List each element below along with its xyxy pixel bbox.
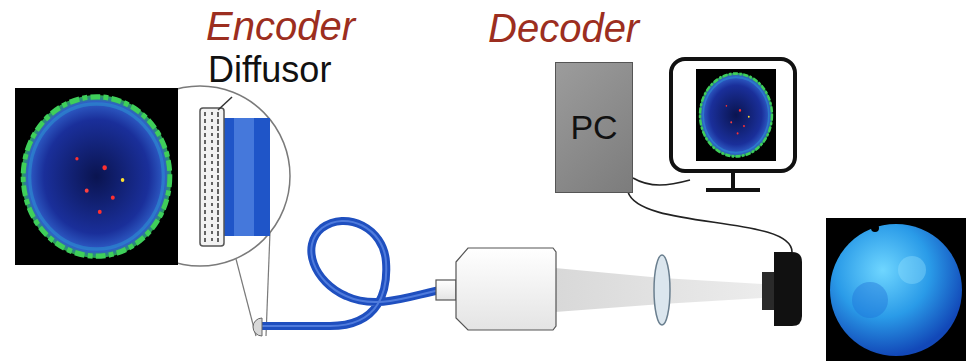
objective	[436, 248, 556, 330]
sample-image	[15, 88, 178, 265]
computer-box: PC	[555, 62, 633, 193]
cable	[633, 178, 690, 185]
diffusor-tip	[200, 108, 270, 246]
cable	[628, 192, 792, 252]
leader-line	[218, 97, 232, 110]
camera	[762, 252, 802, 326]
speckle-image	[826, 218, 966, 361]
lens	[654, 255, 670, 325]
box-label: PC	[570, 108, 617, 147]
section-heading: Decoder	[488, 6, 639, 50]
monitor	[671, 59, 795, 190]
optical-fiber	[262, 221, 440, 326]
part-label: Diffusor	[208, 50, 331, 90]
section-heading: Encoder	[206, 4, 355, 48]
